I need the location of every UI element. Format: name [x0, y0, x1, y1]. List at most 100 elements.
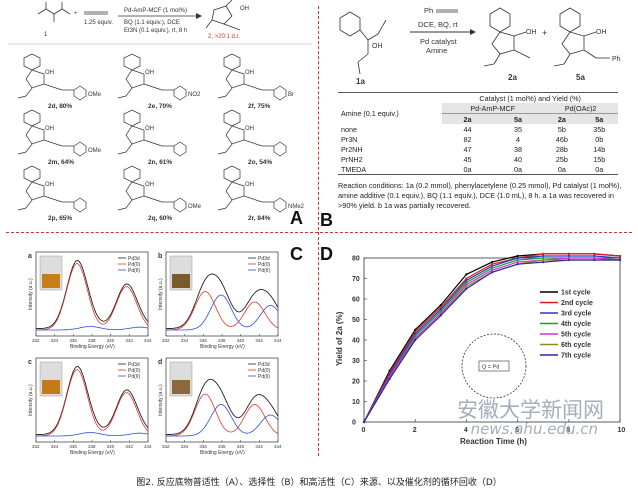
y-axis-label: Intensity (a.u.): [28, 384, 34, 416]
x-tick-label: 334: [181, 444, 189, 449]
x-tick-label: 332: [32, 338, 40, 343]
x-tick-label: 4: [464, 427, 468, 434]
product-5a-ph: Ph: [612, 56, 621, 63]
x-tick-label: 0: [362, 427, 366, 434]
table-cell: 5b: [557, 124, 566, 134]
panel-a: 1 + 1.25 equiv. Pd-AmP-MCF (1 mol%) BQ (…: [0, 0, 318, 232]
compound-yield-label: 2r, 84%: [248, 215, 271, 222]
x-axis-label: Binding Energy (eV): [70, 450, 115, 456]
table-cell: 40: [513, 154, 522, 164]
x-tick-label: 344: [274, 444, 282, 449]
compound-2r: [217, 165, 287, 213]
x-tick-label: 338: [218, 444, 226, 449]
subplot-letter: c: [28, 359, 32, 366]
xps-trace: [36, 432, 149, 437]
compound-yield-label: 2d, 80%: [48, 103, 72, 110]
table-sub-header: 5a: [492, 113, 544, 124]
data-point: [414, 338, 417, 342]
xps-trace: [36, 326, 149, 331]
table-cell: 38: [513, 144, 522, 154]
compound-2f: [217, 53, 287, 101]
panel-b: OH 1a Ph DCE, BQ, rt Pd catalyst Amine O…: [320, 0, 638, 232]
data-point: [618, 254, 622, 258]
y-tick-label: 60: [352, 297, 360, 304]
table-header-cat2: Pd(OAc)2: [543, 103, 618, 114]
svg-text:OH: OH: [45, 70, 54, 76]
reagent-2: BQ (1.1 equiv.), DCE: [124, 20, 180, 26]
xps-trace: [166, 393, 279, 437]
x-tick-label: 342: [255, 338, 263, 343]
y-tick-label: 20: [352, 379, 360, 386]
figure-caption: 图2. 反应底物普适性（A）、选择性（B）和高活性（C）来源、以及催化剂的循环回…: [136, 478, 502, 488]
data-point: [542, 261, 545, 264]
svg-text:OH: OH: [245, 182, 254, 188]
watermark-url: news.ahu.edu.cn: [470, 420, 598, 438]
panel-a-label: A: [290, 208, 303, 228]
product-5a-label: 5a: [576, 73, 585, 82]
table-cell: 46b: [555, 134, 568, 144]
product-2a-structure: [483, 7, 531, 67]
compound-2o: [217, 109, 287, 157]
table-cell: 0a: [513, 164, 522, 174]
y-axis-label: Intensity (a.u.): [158, 278, 164, 310]
data-point: [542, 252, 545, 255]
xps-trace: [36, 366, 149, 436]
panel-a-scheme: 1 + 1.25 equiv. Pd-AmP-MCF (1 mol%) BQ (…: [8, 0, 312, 45]
data-point: [490, 263, 494, 266]
legend-entry: Pd(0): [258, 368, 271, 374]
table-cell: 45: [463, 154, 472, 164]
x-tick-label: 342: [125, 338, 133, 343]
data-point: [542, 258, 545, 262]
legend-entry: 4th cycle: [561, 321, 591, 328]
table-cell-amine: none: [341, 124, 357, 134]
table-cell-amine: Pr2NH: [341, 144, 363, 154]
xps-trace: [166, 294, 279, 331]
data-point: [567, 258, 570, 262]
data-point: [439, 306, 442, 309]
svg-text:+: +: [74, 11, 78, 17]
x-tick-label: 334: [51, 338, 59, 343]
plot-frame: [363, 257, 621, 423]
y-tick-label: 40: [352, 338, 360, 345]
watermark-cn: 安徽大学新闻网: [457, 398, 604, 422]
svg-text:OH: OH: [526, 29, 537, 36]
selectivity-table: Catalyst (1 mol%) and Yield (%) Amine (0…: [338, 92, 618, 175]
x-tick-label: 336: [199, 338, 207, 343]
data-point: [465, 287, 468, 290]
data-point: [593, 258, 596, 262]
substituent-label: NO2: [188, 92, 201, 98]
compound-2q: [117, 165, 187, 213]
y-tick-label: 50: [352, 317, 360, 324]
subplot-letter: b: [158, 253, 162, 260]
xps-trace: [166, 378, 279, 436]
x-tick-label: 344: [274, 338, 282, 343]
x-axis-label: Binding Energy (eV): [70, 344, 115, 350]
panel-b-label: B: [320, 210, 333, 230]
x-axis-label: Reaction Time (h): [460, 437, 527, 446]
data-point: [567, 256, 570, 260]
legend-entry: 5th cycle: [561, 332, 591, 339]
legend-entry: Pd(0): [128, 262, 141, 268]
table-cell: 0a: [463, 164, 472, 174]
starting-material-structure: [37, 2, 71, 22]
panel-b-scheme: OH 1a Ph DCE, BQ, rt Pd catalyst Amine O…: [339, 6, 621, 86]
data-point: [490, 265, 494, 268]
catalyst-inset: Q = Pd: [461, 333, 527, 399]
data-point: [414, 336, 417, 340]
legend-entry: Pd3d: [258, 362, 270, 368]
data-point: [618, 256, 622, 260]
xps-trace: [36, 263, 149, 331]
table-cell: 35b: [593, 124, 606, 134]
x-tick-label: 2: [413, 427, 417, 434]
data-point: [414, 330, 417, 333]
data-point: [465, 283, 468, 286]
table-cell: 35: [513, 124, 522, 134]
x-tick-label: 334: [181, 338, 189, 343]
